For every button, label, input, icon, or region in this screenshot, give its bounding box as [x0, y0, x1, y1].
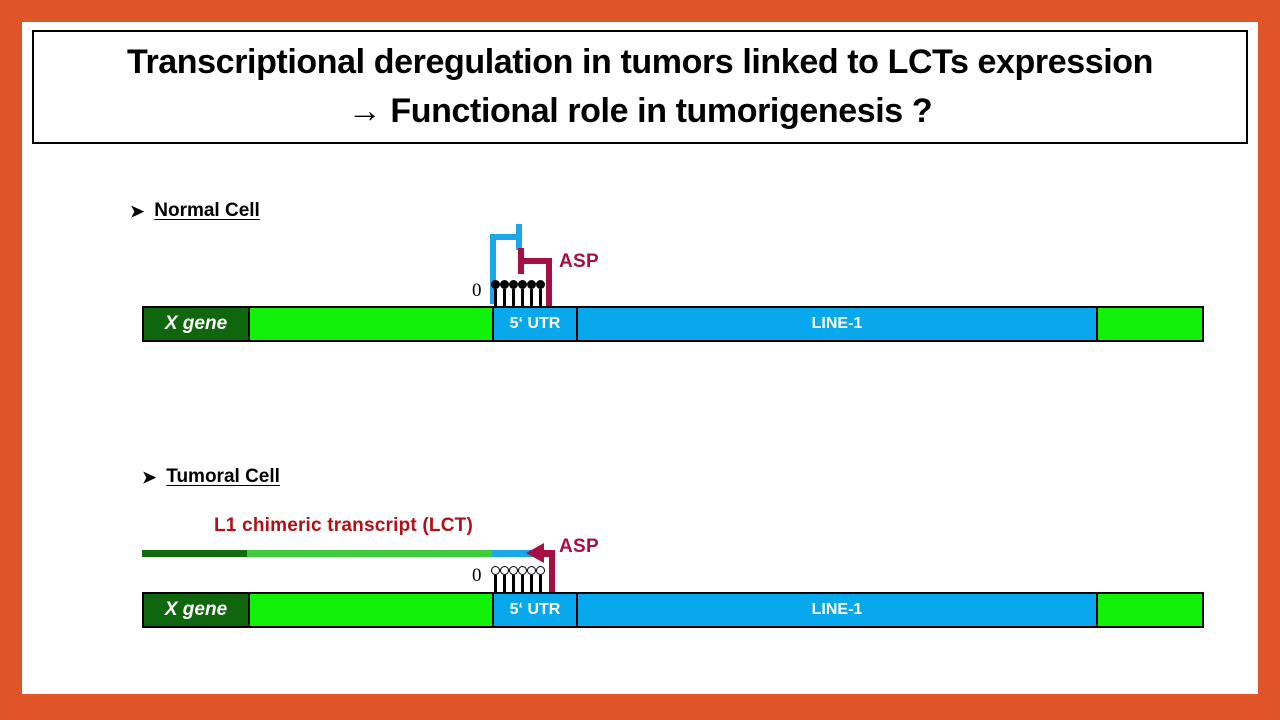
gene-segment-line-1: LINE-1: [576, 592, 1098, 628]
zero-label-normal: 0: [472, 280, 482, 301]
cpg-stem: [494, 575, 497, 592]
section-heading-tumoral-cell: ➤ Tumoral Cell: [142, 466, 280, 488]
cpg-head-icon: [491, 280, 500, 289]
cpg-stem: [503, 575, 506, 592]
slide-page: Transcriptional deregulation in tumors l…: [22, 22, 1258, 694]
gene-segment-label: X gene: [164, 599, 228, 620]
gene-segment-line-1: LINE-1: [576, 306, 1098, 342]
cpg-head-icon: [518, 566, 527, 575]
title-box: Transcriptional deregulation in tumors l…: [32, 30, 1248, 144]
sense-promoter-arrow-icon: [490, 224, 522, 304]
page-title: Transcriptional deregulation in tumors l…: [126, 43, 1154, 130]
cpg-stem: [503, 289, 506, 306]
cpg-stem: [539, 575, 542, 592]
gene-segment-gene-body: [248, 306, 494, 342]
zero-label-tumoral: 0: [472, 565, 482, 586]
cpg-stem: [539, 289, 542, 306]
cpg-stem: [530, 289, 533, 306]
l1-chimeric-transcript-line: [142, 550, 547, 557]
bullet-arrow-icon: ➤: [142, 467, 157, 487]
cpg-stem: [521, 289, 524, 306]
cpg-site-methylated: [518, 280, 527, 306]
cpg-head-icon: [509, 280, 518, 289]
cpg-site-unmethylated: [491, 566, 500, 592]
gene-segment-gene-body: [248, 592, 494, 628]
gene-segment-label: 5‘ UTR: [509, 601, 561, 618]
cpg-lollipops-normal: [491, 280, 545, 306]
section-label-tumoral-cell: Tumoral Cell: [166, 466, 280, 487]
cpg-head-icon: [536, 280, 545, 289]
gene-segment-x-gene: X gene: [142, 306, 250, 342]
cpg-stem: [512, 575, 515, 592]
transcript-blue: [492, 550, 547, 557]
cpg-stem: [494, 289, 497, 306]
transcript-dark-green: [142, 550, 247, 557]
gene-segment-label: X gene: [164, 313, 228, 334]
gene-segment-label: LINE-1: [811, 601, 863, 618]
gene-segment-label: 5‘ UTR: [509, 315, 561, 332]
asp-label-tumoral: ASP: [559, 536, 599, 557]
cpg-site-unmethylated: [536, 566, 545, 592]
gene-segment-five-prime-utr: 5‘ UTR: [492, 592, 578, 628]
cpg-head-icon: [500, 566, 509, 575]
cpg-stem: [512, 289, 515, 306]
gene-segment-five-prime-utr: 5‘ UTR: [492, 306, 578, 342]
gene-segment-downstream-exon: [1096, 306, 1204, 342]
gene-segment-x-gene: X gene: [142, 592, 250, 628]
cpg-site-unmethylated: [527, 566, 536, 592]
asp-label-normal: ASP: [559, 251, 599, 272]
cpg-head-icon: [500, 280, 509, 289]
gene-segment-label: LINE-1: [811, 315, 863, 332]
cpg-site-methylated: [500, 280, 509, 306]
cpg-site-unmethylated: [509, 566, 518, 592]
lct-transcript-label: L1 chimeric transcript (LCT): [214, 515, 473, 536]
cpg-stem: [530, 575, 533, 592]
asp-promoter-arrow-icon-tumoral: [526, 543, 555, 600]
bullet-arrow-icon: ➤: [130, 201, 145, 221]
cpg-head-icon: [536, 566, 545, 575]
cpg-site-methylated: [527, 280, 536, 306]
cpg-head-icon: [509, 566, 518, 575]
gene-track-normal: X gene 5‘ UTR LINE-1: [142, 306, 1204, 342]
gene-segment-downstream-exon: [1096, 592, 1204, 628]
section-label-normal-cell: Normal Cell: [154, 200, 260, 221]
cpg-site-unmethylated: [518, 566, 527, 592]
cpg-head-icon: [491, 566, 500, 575]
cpg-head-icon: [527, 280, 536, 289]
gene-track-tumoral: X gene 5‘ UTR LINE-1: [142, 592, 1204, 628]
asp-promoter-arrow-icon-normal: [518, 248, 552, 306]
cpg-lollipops-tumoral: [491, 566, 545, 592]
cpg-site-unmethylated: [500, 566, 509, 592]
section-heading-normal-cell: ➤ Normal Cell: [130, 200, 260, 222]
cpg-head-icon: [518, 280, 527, 289]
transcript-mid-green: [247, 550, 492, 557]
cpg-site-methylated: [509, 280, 518, 306]
cpg-site-methylated: [491, 280, 500, 306]
cpg-site-methylated: [536, 280, 545, 306]
cpg-head-icon: [527, 566, 536, 575]
cpg-stem: [521, 575, 524, 592]
